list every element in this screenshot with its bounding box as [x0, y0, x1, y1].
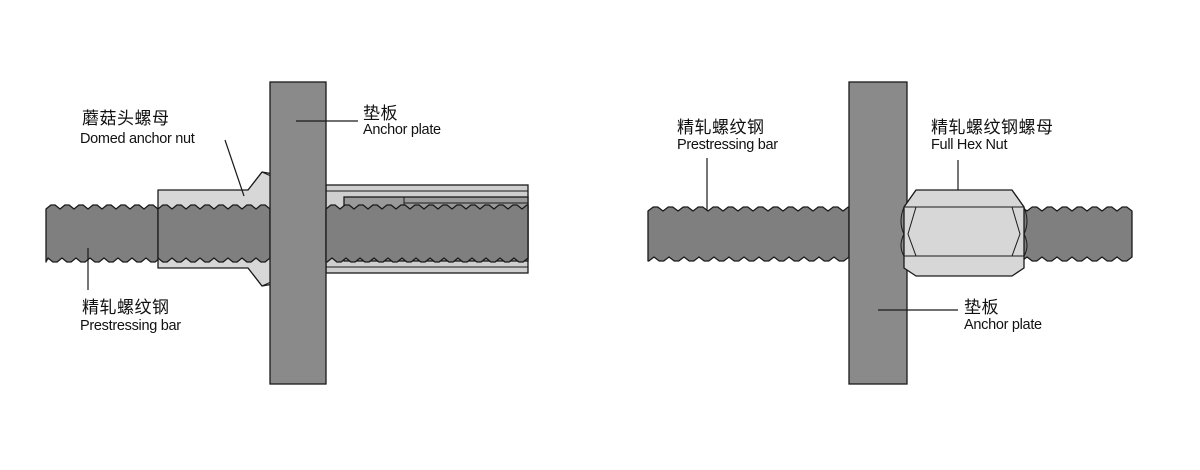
- right-assembly: [647, 81, 1133, 385]
- left-bar-in-sleeve: [325, 204, 529, 263]
- left-prestressing-bar: [45, 204, 161, 263]
- right-full-hex-nut: [900, 189, 1028, 277]
- left-bar-label-en: Prestressing bar: [80, 318, 181, 334]
- left-nut-label-en: Domed anchor nut: [80, 131, 195, 147]
- left-assembly: [45, 81, 529, 385]
- right-nut-label-en: Full Hex Nut: [931, 137, 1008, 153]
- right-plate-label-en: Anchor plate: [964, 317, 1042, 333]
- left-bar-through-nut: [157, 204, 271, 263]
- right-prestressing-bar-left: [647, 206, 850, 262]
- right-anchor-plate: [848, 81, 908, 385]
- left-anchor-plate: [269, 81, 327, 385]
- right-nut-label-cn: 精轧螺纹钢螺母: [931, 118, 1054, 138]
- left-plate-label-en: Anchor plate: [363, 122, 441, 138]
- right-plate-label-cn: 垫板: [964, 298, 999, 318]
- right-bar-label-cn: 精轧螺纹钢: [677, 118, 765, 138]
- left-nut-label-cn: 蘑菇头螺母: [82, 109, 170, 129]
- right-bar-label-en: Prestressing bar: [677, 137, 778, 153]
- left-plate-label-cn: 垫板: [363, 104, 398, 124]
- left-bar-label-cn: 精轧螺纹钢: [82, 298, 170, 318]
- left-nut-leader: [224, 139, 245, 197]
